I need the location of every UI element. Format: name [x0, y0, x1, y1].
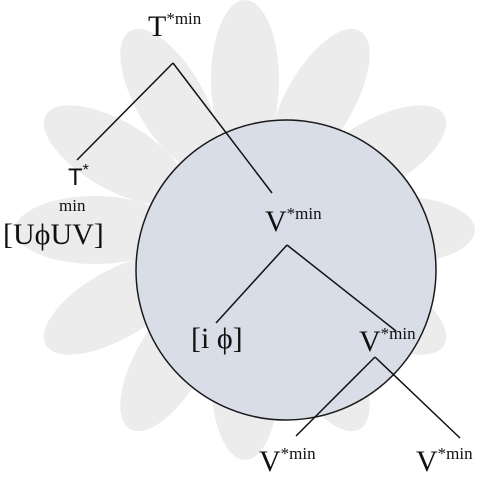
node-v-left-sup: *min [280, 444, 316, 463]
node-v-mid: V*min [359, 325, 416, 357]
node-v-right: V*min [416, 445, 473, 477]
node-v-mid-sup: *min [380, 324, 416, 343]
branch-vmid-right [374, 356, 461, 439]
node-v-right-sup: *min [437, 444, 473, 463]
node-v-top: V*min [265, 205, 322, 237]
node-v-top-base: V [265, 205, 287, 238]
node-v-left-base: V [259, 445, 281, 478]
node-t-head-sub: min [59, 196, 86, 215]
watermark-petal [120, 28, 220, 172]
tree-branches [76, 62, 461, 439]
node-t-head-features: [UϕUV] [3, 218, 104, 251]
node-t-head-sup: * [82, 162, 89, 179]
branch-v-vmid [286, 244, 397, 332]
branch-v-spec [215, 244, 288, 324]
watermark-petal [15, 196, 175, 264]
node-t-head: T* [68, 163, 89, 190]
node-root-sup: *min [166, 9, 202, 28]
branch-root-v [172, 62, 273, 194]
node-spec: [i ϕ] [191, 322, 243, 355]
watermark-petal [43, 105, 187, 205]
watermark-petal [211, 0, 279, 160]
node-t-head-base: T [68, 164, 83, 191]
node-v-right-base: V [416, 445, 438, 478]
highlight-circle [135, 119, 437, 421]
node-root-base: T [148, 10, 167, 43]
node-v-top-sup: *min [286, 204, 322, 223]
node-v-mid-base: V [359, 325, 381, 358]
branch-vmid-left [295, 356, 376, 437]
branch-root-t [76, 62, 174, 161]
node-root: T*min [148, 10, 201, 42]
node-v-left: V*min [259, 445, 316, 477]
